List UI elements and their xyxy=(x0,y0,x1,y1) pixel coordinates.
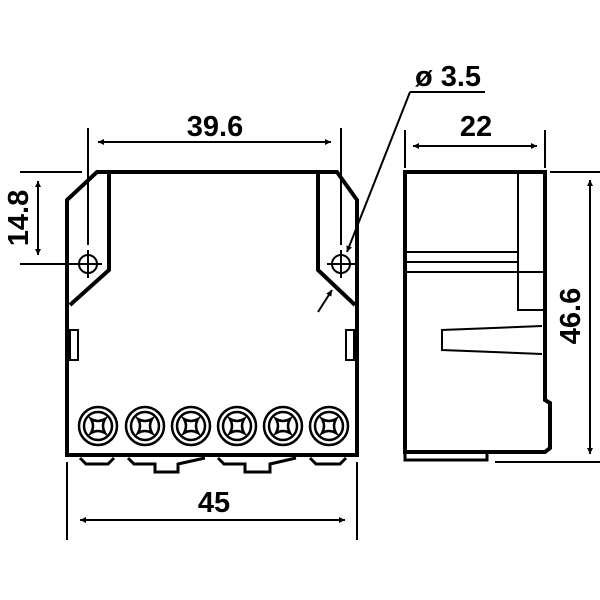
front-body-outline xyxy=(65,170,359,457)
side-base-strip xyxy=(403,450,489,462)
right-side-clip xyxy=(345,329,355,361)
side-view xyxy=(403,170,552,462)
terminal-screw xyxy=(308,405,350,447)
right-mount-hole xyxy=(327,250,355,278)
left-side-clip xyxy=(69,329,79,361)
dimension-label-height: 46.6 xyxy=(555,288,587,344)
dimension-39-6 xyxy=(87,128,342,245)
front-view xyxy=(65,170,359,474)
side-rear-step xyxy=(517,174,544,311)
dimension-label-depth: 22 xyxy=(460,111,492,143)
dimension-label-overall-width: 45 xyxy=(198,487,230,519)
terminal-screw xyxy=(124,405,166,447)
dimension-14-8 xyxy=(20,171,82,265)
dimension-label-hole-offset: 14.8 xyxy=(3,190,35,246)
dimension-hole-diameter xyxy=(317,91,485,313)
dimension-22 xyxy=(404,130,546,168)
terminal-row xyxy=(77,405,350,447)
side-latch-tab xyxy=(441,325,543,355)
dimension-46-6 xyxy=(495,171,600,463)
terminal-screw xyxy=(77,405,119,447)
bottom-feet xyxy=(78,456,348,474)
dimension-45 xyxy=(66,462,358,540)
terminal-screw xyxy=(262,405,304,447)
terminal-screw xyxy=(170,405,212,447)
side-body-outline xyxy=(403,170,552,454)
terminal-screw xyxy=(216,405,258,447)
right-mount-channel xyxy=(316,172,357,307)
left-mount-channel xyxy=(68,172,111,307)
dimension-label-hole-diameter: ø 3.5 xyxy=(415,61,481,93)
dimension-label-hole-spacing: 39.6 xyxy=(187,111,243,143)
